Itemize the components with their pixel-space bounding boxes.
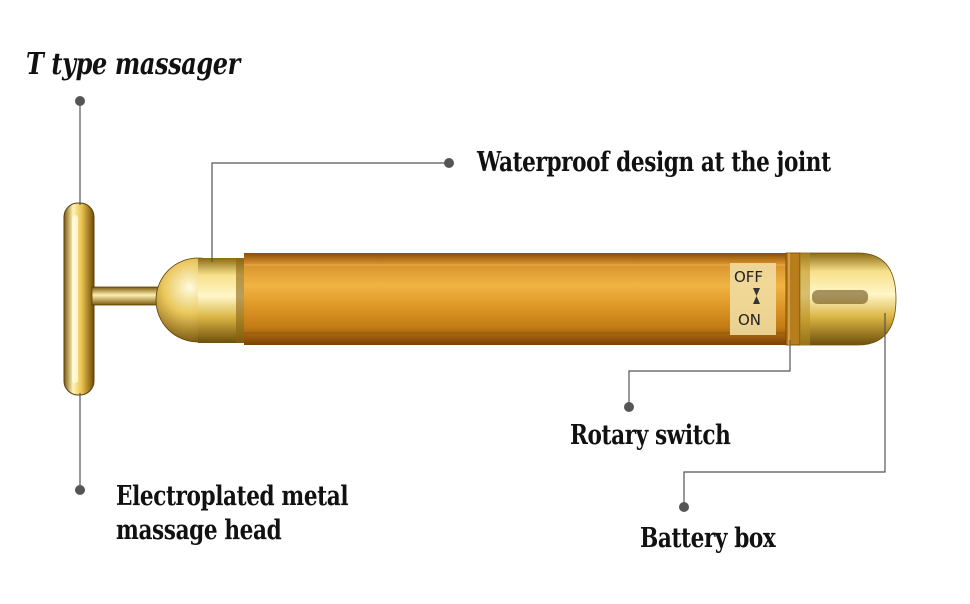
dot-t-type xyxy=(75,96,85,106)
massager-body xyxy=(244,253,796,345)
dot-head xyxy=(75,485,85,495)
leader-rotary xyxy=(628,340,791,406)
leader-waterproof xyxy=(211,162,449,262)
t-head-stem xyxy=(91,286,163,306)
label-battery-box: Battery box xyxy=(640,523,776,554)
label-massage-head-line2: massage head xyxy=(116,515,282,546)
leader-battery xyxy=(683,313,886,506)
switch-off-text: OFF xyxy=(734,268,763,286)
leader-dots xyxy=(75,96,689,512)
label-massage-head: Electroplated metal massage head xyxy=(116,480,349,548)
t-head-bar xyxy=(63,202,95,396)
leader-lines xyxy=(79,101,886,506)
switch-arrow-icon xyxy=(753,288,760,304)
label-rotary-switch: Rotary switch xyxy=(570,420,731,451)
switch-on-text: ON xyxy=(738,311,761,329)
label-waterproof: Waterproof design at the joint xyxy=(477,147,831,178)
dot-battery xyxy=(679,502,689,512)
label-massage-head-line1: Electroplated metal xyxy=(116,481,349,512)
rotary-switch-ring xyxy=(785,252,801,346)
dot-waterproof xyxy=(444,158,454,168)
label-t-type: T type massager xyxy=(26,47,240,82)
dot-rotary xyxy=(624,402,634,412)
